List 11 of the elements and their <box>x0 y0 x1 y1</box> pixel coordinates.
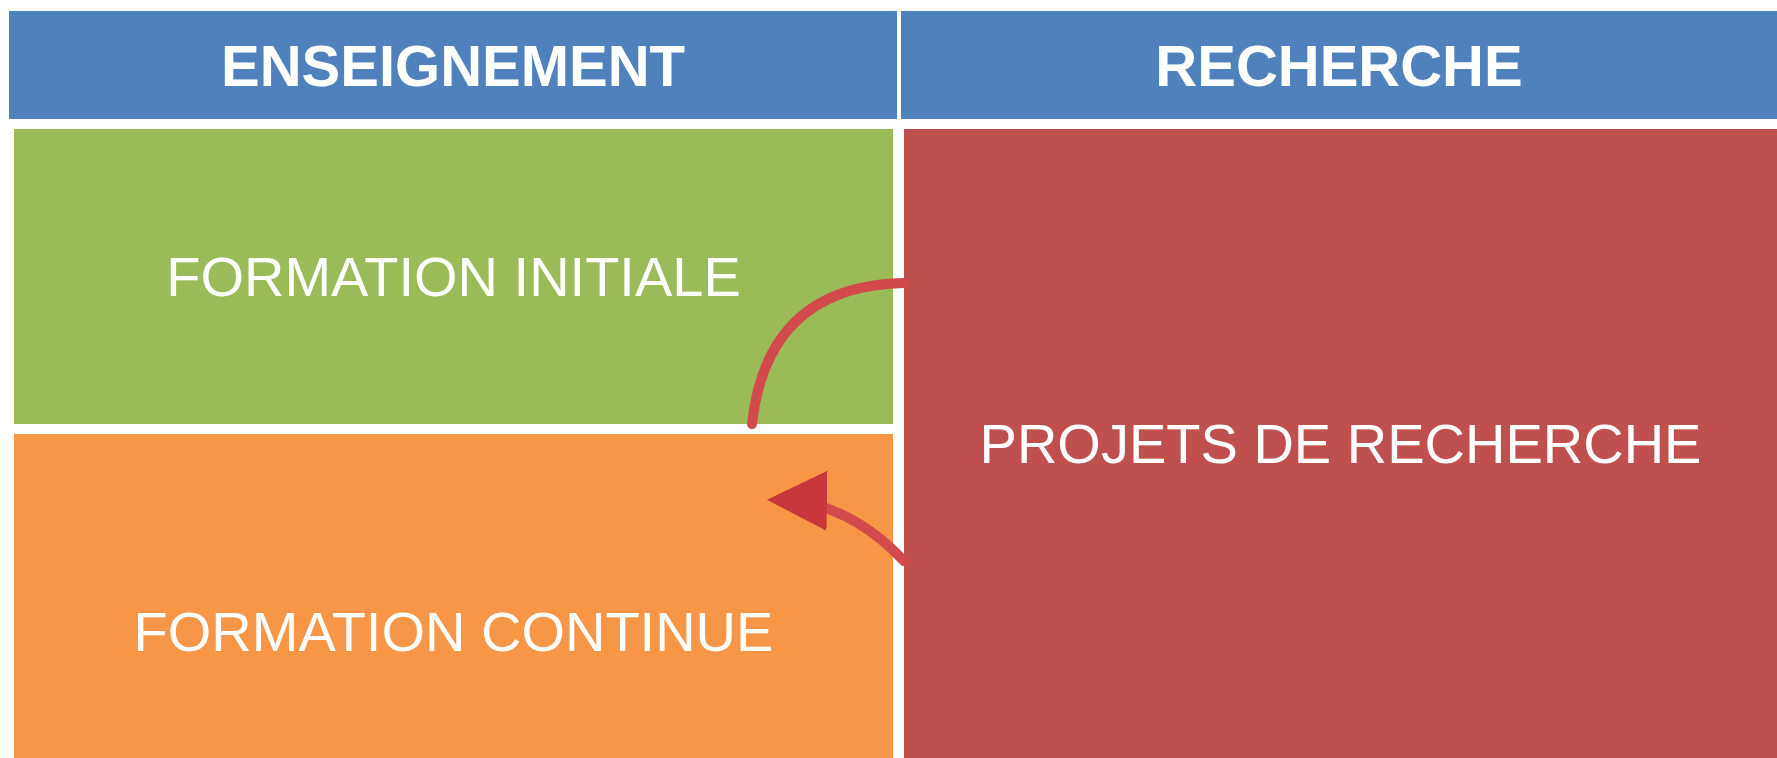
column-heading: ENSEIGNEMENT <box>220 31 686 99</box>
column-heading: RECHERCHE <box>1155 31 1523 99</box>
panel-title: FORMATION INITIALE <box>166 244 741 309</box>
panel-title: PROJETS DE RECHERCHE <box>979 411 1702 476</box>
panel-title: FORMATION CONTINUE <box>133 598 774 664</box>
content-panel <box>14 434 893 758</box>
content-panel <box>14 129 893 424</box>
header-band <box>9 11 897 119</box>
header-band <box>901 11 1777 119</box>
content-panel <box>904 129 1777 758</box>
curved-arrow <box>767 472 909 566</box>
